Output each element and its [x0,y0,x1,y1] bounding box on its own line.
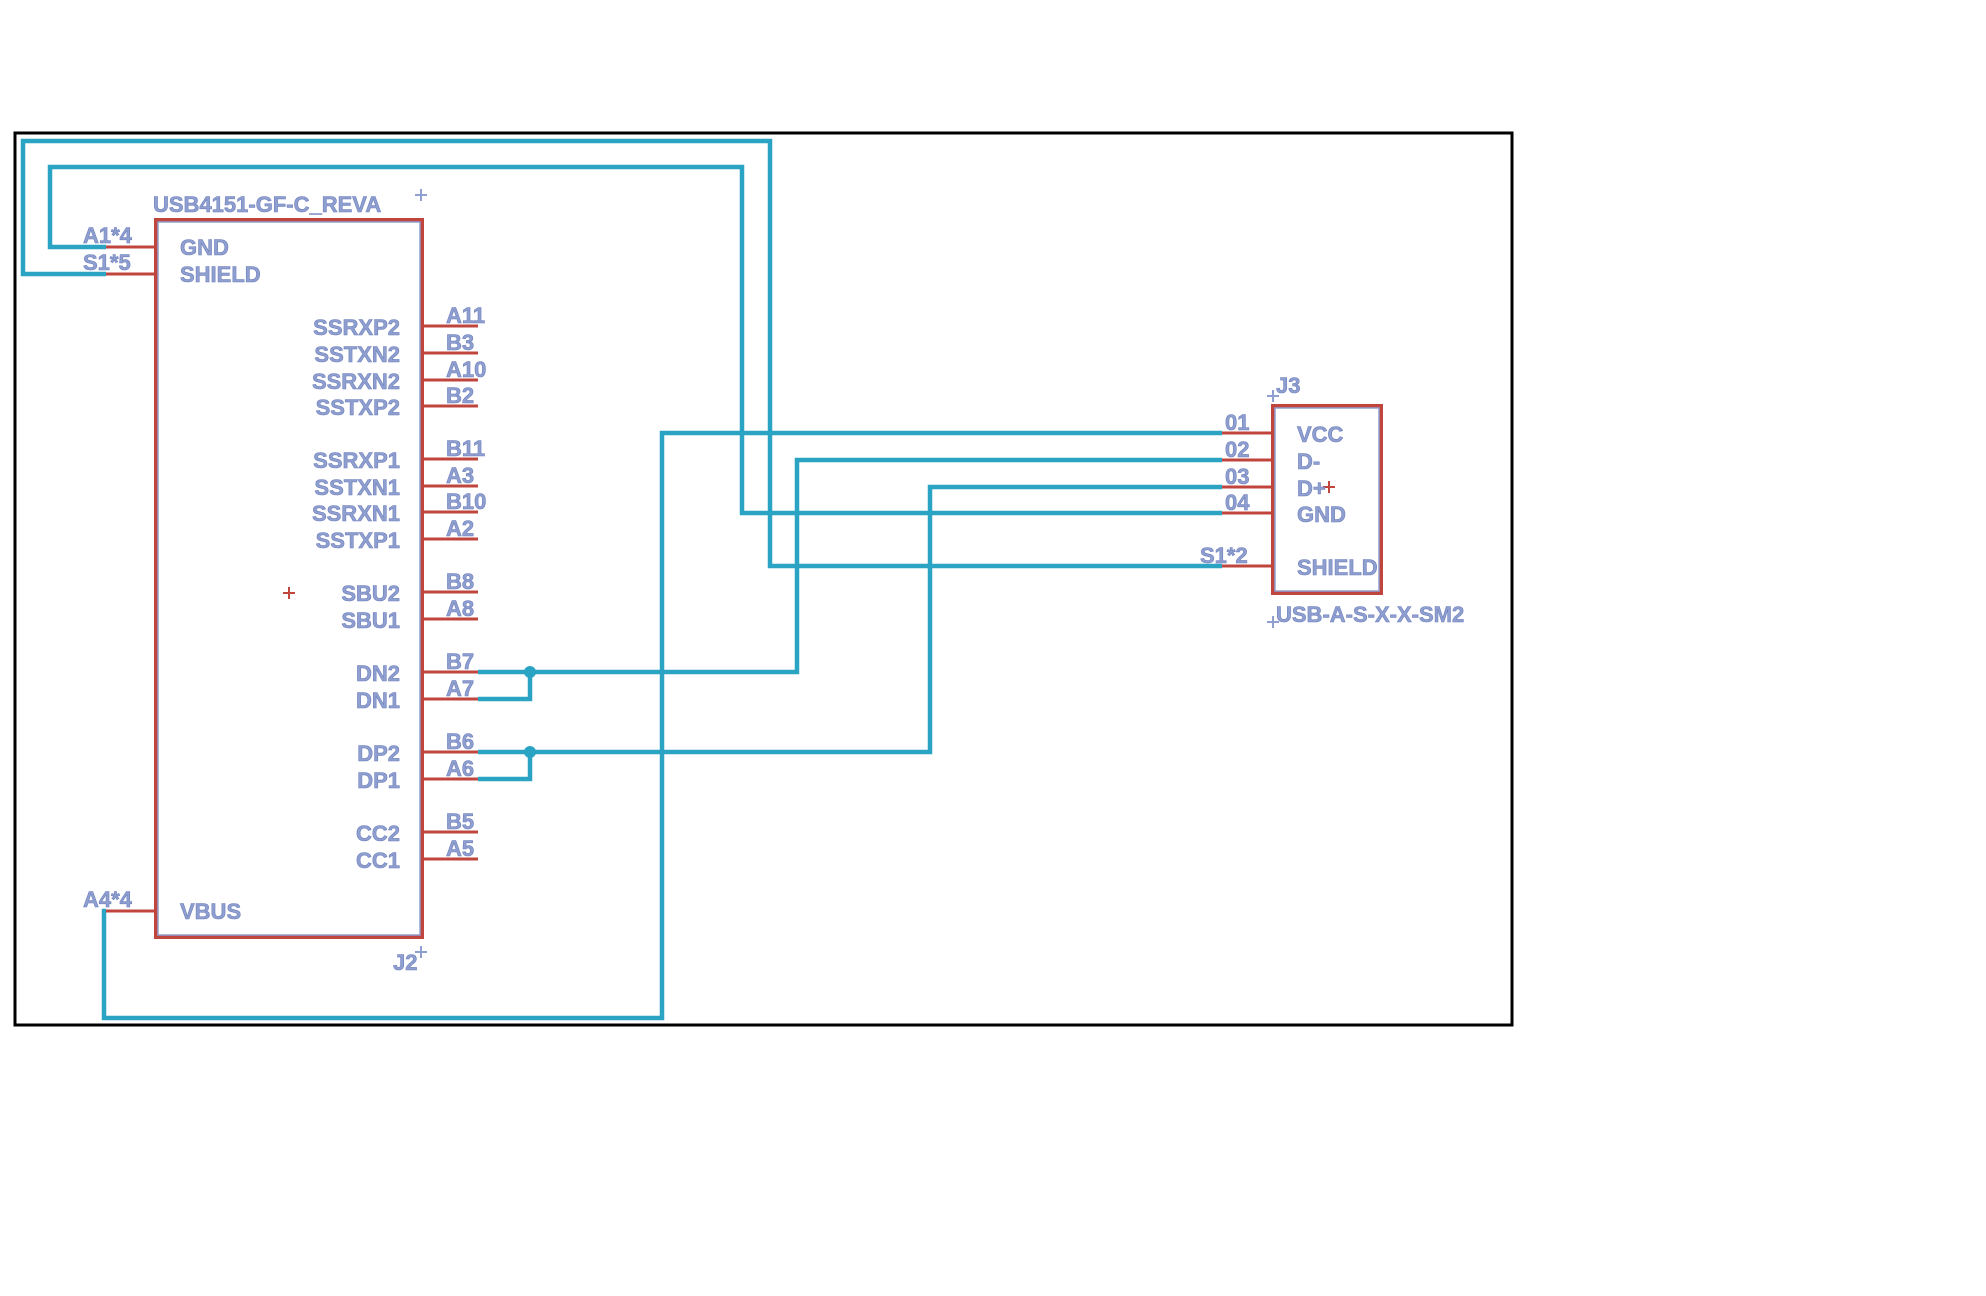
j3-pin-name: GND [1297,502,1346,527]
j3-value-label: USB-A-S-X-X-SM2 [1276,602,1464,627]
wire-dminus[interactable] [478,457,1222,675]
j2-pin-name: DN1 [356,688,400,713]
sheet-border [13,131,1514,1027]
j2-pin-name: SSTXN2 [314,342,400,367]
j2-pin-number: B7 [446,649,474,674]
j2-pin-name: SBU1 [341,608,400,633]
j2-pin-number: B10 [446,489,486,514]
j2-value-label: USB4151-GF-C_REVA [153,192,381,217]
j2-pin-number: B8 [446,569,474,594]
j2-pin-number: A10 [446,357,486,382]
j2-body-inner [157,221,421,936]
j3-body [1271,404,1383,595]
j2-pin-name: DN2 [356,661,400,686]
j2-pin-name: SHIELD [180,262,261,287]
j2-pin-name: GND [180,235,229,260]
j2-pin-number: A6 [446,756,474,781]
j3-pin-name: D+ [1297,476,1326,501]
j2-right-pins: A11 B3 A10 B2 B11 A3 B10 A2 B8 A8 B7 A7 … [312,303,487,874]
wire-shield[interactable] [20,138,1222,569]
j2-pin-number: B5 [446,809,474,834]
j2-pin-name: CC2 [356,821,400,846]
j2-pin-number: A5 [446,836,474,861]
wire-dn-bridge[interactable] [478,672,533,702]
j2-left-pins: A1*4 S1*5 A4*4 GND SHIELD VBUS [83,223,261,925]
j2-pin-number: B6 [446,729,474,754]
j2-pin-name: SSTXP1 [316,528,400,553]
pin-overlays [106,245,156,913]
j2-pin-name: SSRXN2 [312,369,400,394]
j3-pin-name: D- [1297,449,1320,474]
j2-pin-name: CC1 [356,848,400,873]
component-j3[interactable]: J3 USB-A-S-X-X-SM2 01 02 03 04 S1*2 VCC … [1200,373,1465,628]
j3-pin-name: VCC [1297,422,1344,447]
j2-pin-number: A1*4 [83,223,133,248]
j2-pin-name: SSRXP2 [313,315,400,340]
wires [20,138,1222,1021]
wire-gnd[interactable] [47,164,1222,516]
j2-pin-number: A4*4 [83,887,133,912]
wire-dp-bridge[interactable] [478,752,533,782]
j3-pin-number: 04 [1225,490,1250,515]
j2-pin-name: SSRXP1 [313,448,400,473]
j2-pin-number: B2 [446,383,474,408]
j3-pin-number: 01 [1225,410,1249,435]
j3-body-inner [1274,407,1380,592]
j2-body [154,218,424,939]
component-j2[interactable]: USB4151-GF-C_REVA J2 A1*4 S1*5 A4*4 GND … [83,189,487,975]
j2-pin-number: A3 [446,463,474,488]
j2-pin-name: SSRXN1 [312,501,400,526]
j3-origin-marker [1267,390,1335,628]
junction-dot [524,666,536,678]
j2-pin-name: DP1 [357,768,400,793]
wire-vbus[interactable] [101,430,1222,1021]
j2-pin-number: A7 [446,676,474,701]
j2-pin-name: SSTXN1 [314,475,400,500]
j2-designator-label: J2 [393,950,417,975]
j2-pin-number: B3 [446,330,474,355]
j2-pin-name: SBU2 [341,581,400,606]
junction-dot [524,746,536,758]
j2-pin-number: S1*5 [83,250,131,275]
j2-pin-number: B11 [446,436,485,461]
j2-pin-name: VBUS [180,899,241,924]
j3-pin-number: 03 [1225,464,1249,489]
j3-pin-number: 02 [1225,437,1249,462]
j3-pins: 01 02 03 04 S1*2 VCC D- D+ GND SHIELD [1200,410,1378,581]
j2-pin-number: A11 [446,303,485,328]
j2-pin-number: A2 [446,516,474,541]
j2-origin-marker [283,189,427,958]
wire-dplus[interactable] [478,484,1222,755]
j3-designator-label: J3 [1276,373,1300,398]
j2-pin-number: A8 [446,596,474,621]
j2-pin-name: DP2 [357,741,400,766]
j2-pin-name: SSTXP2 [316,395,400,420]
j3-pin-name: SHIELD [1297,555,1378,580]
